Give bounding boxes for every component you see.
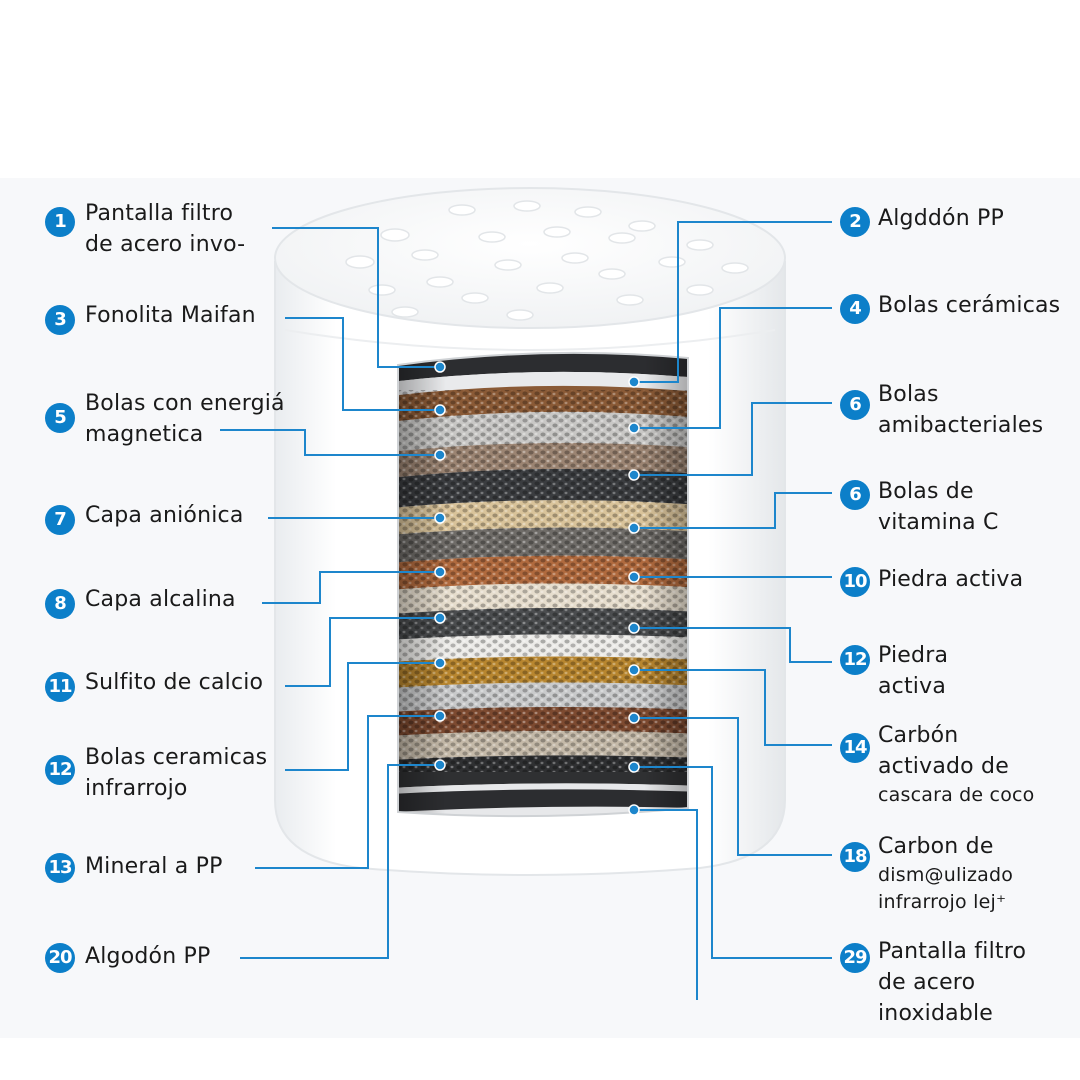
callout-label-14: Carbón activado de cascara de coco [878, 720, 1035, 809]
callout-badge-6a: 6 [840, 390, 870, 420]
callout-label-5: Bolas con energiá magnetica [85, 388, 285, 450]
callout-badge-12a: 12 [840, 645, 870, 675]
callout-badge-12b: 12 [45, 755, 75, 785]
leader-endpoints [434, 361, 640, 816]
leader-13 [255, 715, 440, 869]
callout-badge-3: 3 [45, 305, 75, 335]
callout-label-12a: Piedra activa [878, 640, 948, 702]
callout-2-line-1: Algddón PP [878, 206, 1004, 231]
leader-lines [220, 221, 832, 1000]
leader-5 [220, 429, 440, 456]
callout-badge-7: 7 [45, 505, 75, 535]
callout-label-10: Piedra activa [878, 564, 1023, 595]
callout-label-18: Carbon de dism@ulizado infrarrojo lej⁺ [878, 831, 1013, 916]
callout-20-line-1: Algodón PP [85, 944, 211, 969]
callout-29-line-1: Pantalla filtro [878, 939, 1027, 964]
callout-10-line-1: Piedra activa [878, 567, 1024, 592]
callout-5-line-2: magnetica [85, 422, 204, 447]
callout-label-4: Bolas cerámicas [878, 290, 1060, 321]
callout-6a-line-1: Bolas [878, 382, 939, 407]
callout-12a-line-1: Piedra [878, 643, 949, 668]
callout-label-11: Sulfito de calcio [85, 667, 263, 698]
callout-7-line-1: Capa aniónica [85, 503, 244, 528]
callout-14-line-2: activado de [878, 754, 1009, 779]
callout-badge-10: 10 [840, 567, 870, 597]
callout-label-3: Fonolita Maifan [85, 300, 256, 331]
callout-label-29: Pantalla filtro de acero inoxidable [878, 936, 1026, 1029]
callout-13-line-1: Mineral a PP [85, 854, 223, 879]
callout-badge-2: 2 [840, 207, 870, 237]
leader-1 [272, 227, 440, 368]
callout-badge-29: 29 [840, 943, 870, 973]
cap-holes [345, 200, 749, 321]
leader-20 [240, 764, 440, 959]
callout-18-line-3: infrarrojo lej⁺ [878, 891, 1007, 913]
callout-29-line-3: inoxidable [878, 1001, 994, 1026]
callout-badge-11: 11 [45, 672, 75, 702]
leader-29 [634, 766, 832, 959]
callout-11-line-1: Sulfito de calcio [85, 670, 264, 695]
callout-18-line-1: Carbon de [878, 834, 994, 859]
callout-3-line-1: Fonolita Maifan [85, 303, 256, 328]
leader-6b [634, 492, 832, 529]
callout-label-13: Mineral a PP [85, 851, 223, 882]
callout-label-6b: Bolas de vitamina C [878, 476, 999, 538]
leader-14 [634, 669, 832, 746]
callout-1-line-2: de acero invo- [85, 232, 246, 257]
leader-11 [285, 617, 440, 687]
leader-12a [634, 627, 832, 663]
callout-label-7: Capa aniónica [85, 500, 244, 531]
callout-badge-1: 1 [45, 207, 75, 237]
callout-14-line-1: Carbón [878, 723, 959, 748]
callout-label-6a: Bolas amibacteriales [878, 379, 1043, 441]
callout-12a-line-2: activa [878, 674, 947, 699]
callout-5-line-1: Bolas con energiá [85, 391, 285, 416]
callout-12b-line-2: infrarrojo [85, 776, 188, 801]
leader-18 [634, 717, 832, 856]
leader-2 [634, 221, 832, 383]
callout-badge-8: 8 [45, 589, 75, 619]
callout-badge-6b: 6 [840, 480, 870, 510]
filter-layers [398, 352, 688, 817]
leader-3 [285, 317, 440, 411]
leader-6a [634, 402, 832, 476]
callout-badge-5: 5 [45, 403, 75, 433]
callout-label-1: Pantalla filtro de acero invo- [85, 198, 245, 260]
callout-4-line-1: Bolas cerámicas [878, 293, 1061, 318]
callout-14-line-3: cascara de coco [878, 784, 1035, 806]
callout-6b-line-2: vitamina C [878, 510, 999, 535]
callout-8-line-1: Capa alcalina [85, 587, 236, 612]
leader-bottom [634, 809, 698, 1000]
callout-badge-13: 13 [45, 853, 75, 883]
callout-6a-line-2: amibacteriales [878, 413, 1044, 438]
leader-4 [634, 307, 832, 429]
callout-badge-4: 4 [840, 294, 870, 324]
callout-29-line-2: de acero [878, 970, 976, 995]
leader-8 [262, 571, 440, 604]
callout-badge-20: 20 [45, 943, 75, 973]
callout-12b-line-1: Bolas ceramicas [85, 745, 268, 770]
callout-18-line-2: dism@ulizado [878, 864, 1014, 886]
callout-1-line-1: Pantalla filtro [85, 201, 234, 226]
callout-badge-14: 14 [840, 733, 870, 763]
callout-label-20: Algodón PP [85, 941, 210, 972]
callout-label-8: Capa alcalina [85, 584, 236, 615]
callout-badge-18: 18 [840, 842, 870, 872]
callout-label-2: Algddón PP [878, 203, 1004, 234]
callout-label-12b: Bolas ceramicas infrarrojo [85, 742, 267, 804]
callout-6b-line-1: Bolas de [878, 479, 974, 504]
leader-12b [285, 662, 440, 771]
